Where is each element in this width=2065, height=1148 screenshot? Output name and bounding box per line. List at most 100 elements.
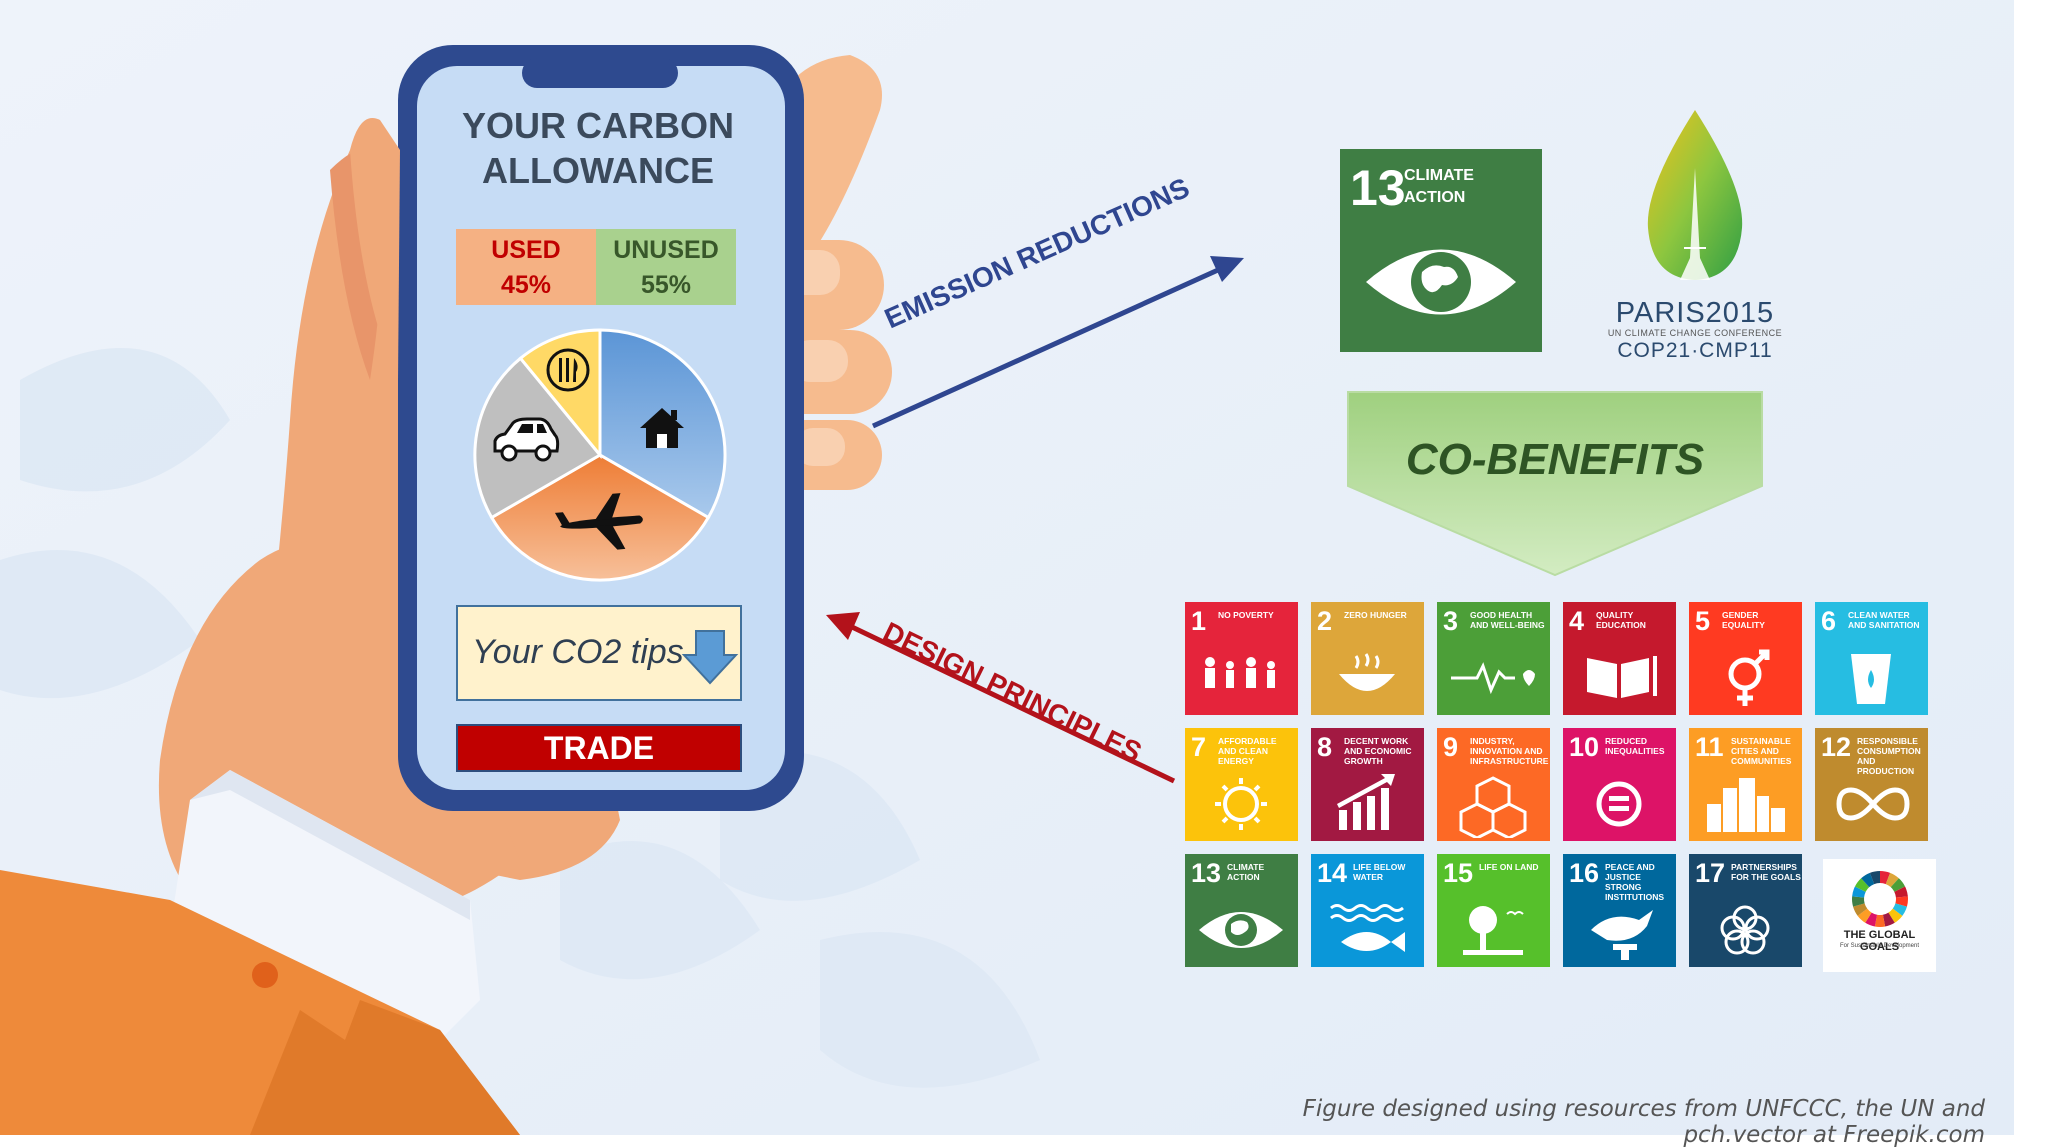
arrow-down-icon [681,630,739,685]
sdg-number: 10 [1569,732,1600,762]
sdg-tile-7: 7 AFFORDABLE AND CLEAN ENERGY [1185,728,1298,841]
wheel-segment [1865,912,1878,927]
sdg-number: 7 [1191,732,1207,762]
heartbeat-icon [1451,662,1535,695]
fish-icon [1330,904,1405,952]
book-icon [1587,656,1657,698]
sdg-label: ZERO HUNGER [1344,610,1407,620]
co-benefits-label: CO-BENEFITS [1405,435,1705,484]
sdg13-text: CLIMATE ACTION [1404,167,1474,206]
car-icon [493,417,560,462]
rings-icon [1720,905,1770,955]
wheel-segment [1885,872,1899,888]
sdg13-number: 13 [1350,160,1406,216]
wheel-segment [1857,908,1872,923]
airplane-icon [554,493,643,550]
sdg-label: INDUSTRY, INNOVATION AND INFRASTRUCTURE [1470,736,1549,766]
sdg-label: AFFORDABLE AND CLEAN ENERGY [1218,736,1277,766]
equality-icon [1596,781,1642,827]
sdg-tile-6: 6 CLEAN WATER AND SANITATION [1815,602,1928,715]
sdg-number: 11 [1695,732,1724,762]
wheel-segment [1861,872,1875,888]
sdg-number: 8 [1317,732,1333,762]
emissions-pie-chart [473,328,727,582]
infinity-icon [1836,787,1910,821]
cutlery-icon [546,348,590,392]
wheel-segment [1852,886,1866,898]
eye-globe-icon [1366,249,1516,315]
bowl-icon [1339,653,1395,691]
sdg-label: CLEAN WATER AND SANITATION [1848,610,1920,630]
sdg-number: 17 [1695,858,1726,888]
sdg-number: 3 [1443,606,1459,636]
sdg-number: 6 [1821,606,1837,636]
house-icon [640,408,684,448]
sdg-label: LIFE ON LAND [1479,862,1539,872]
title-line-1: YOUR CARBON [461,105,734,146]
sdg-tile-5: 5 GENDER EQUALITY [1689,602,1802,715]
co2-tips-label: Your CO2 tips [472,633,684,671]
title-line-2: ALLOWANCE [482,150,714,191]
sdg-number: 2 [1317,606,1333,636]
sdg-label: QUALITY EDUCATION [1596,610,1646,630]
sdg-number: 5 [1695,606,1711,636]
paris2015-title: PARIS2015 [1615,297,1775,329]
paris2015-subtitle: UN CLIMATE CHANGE CONFERENCE [1607,328,1783,338]
image-credit: Figure designed using resources from UNF… [1302,1096,1985,1148]
sdg-label: PEACE AND JUSTICE STRONG INSTITUTIONS [1605,862,1665,902]
used-label: USED [491,236,561,264]
wheel-segment [1882,912,1895,927]
sdg-number: 12 [1821,732,1852,762]
tree-icon [1463,906,1524,955]
paris2015-cop: COP21·CMP11 [1617,339,1773,362]
paris2015-leaf-logo [1647,110,1743,280]
used-status: USED 45% [456,229,596,305]
wheel-segment [1895,896,1908,907]
sdg-number: 16 [1569,858,1600,888]
sdg-number: 13 [1191,858,1222,888]
sdg-label: LIFE BELOW WATER [1353,862,1406,882]
cubes-icon [1459,776,1527,838]
sun-power-icon [1215,778,1267,830]
wheel-segment [1880,871,1891,885]
sdg-label: SUSTAINABLE CITIES AND COMMUNITIES [1731,736,1792,766]
co2-tips-panel[interactable]: Your CO2 tips [456,605,742,701]
eye-globe-icon [1199,912,1283,948]
sdg-label: GENDER EQUALITY [1722,610,1765,630]
co-benefits-arrow [1347,391,1763,577]
used-value: 45% [500,271,552,299]
wheel-segment [1888,908,1903,923]
city-icon [1707,778,1785,832]
growth-chart-icon [1337,774,1395,830]
water-glass-icon [1851,654,1891,704]
sdg-label: PARTNERSHIPS FOR THE GOALS [1731,862,1801,882]
trade-button[interactable]: TRADE [456,724,742,772]
sdg13-climate-action-tile: 13 CLIMATE ACTION [1340,149,1542,352]
global-goals-tile: THE GLOBAL GOALS For Sustainable Develop… [1823,859,1936,972]
wheel-segment [1874,914,1886,927]
wheel-segment [1892,903,1907,916]
global-goals-subtitle: For Sustainable Development [1839,943,1920,949]
design-principles-arrow [826,612,1176,784]
sdg-tile-2: 2 ZERO HUNGER [1311,602,1424,715]
sdg-label: NO POVERTY [1218,610,1274,620]
unused-label: UNUSED [613,236,719,264]
sdg-label: RESPONSIBLE CONSUMPTION AND PRODUCTION [1857,736,1921,776]
pie-segment-food [518,328,602,460]
wheel-segment [1890,878,1906,892]
wheel-segment [1852,896,1865,907]
wheel-segment [1894,886,1908,898]
gender-icon [1728,649,1770,706]
emission-reductions-arrow [871,256,1244,429]
unused-status: UNUSED 55% [596,229,736,305]
sdg-label: GOOD HEALTH AND WELL-BEING [1470,610,1545,630]
